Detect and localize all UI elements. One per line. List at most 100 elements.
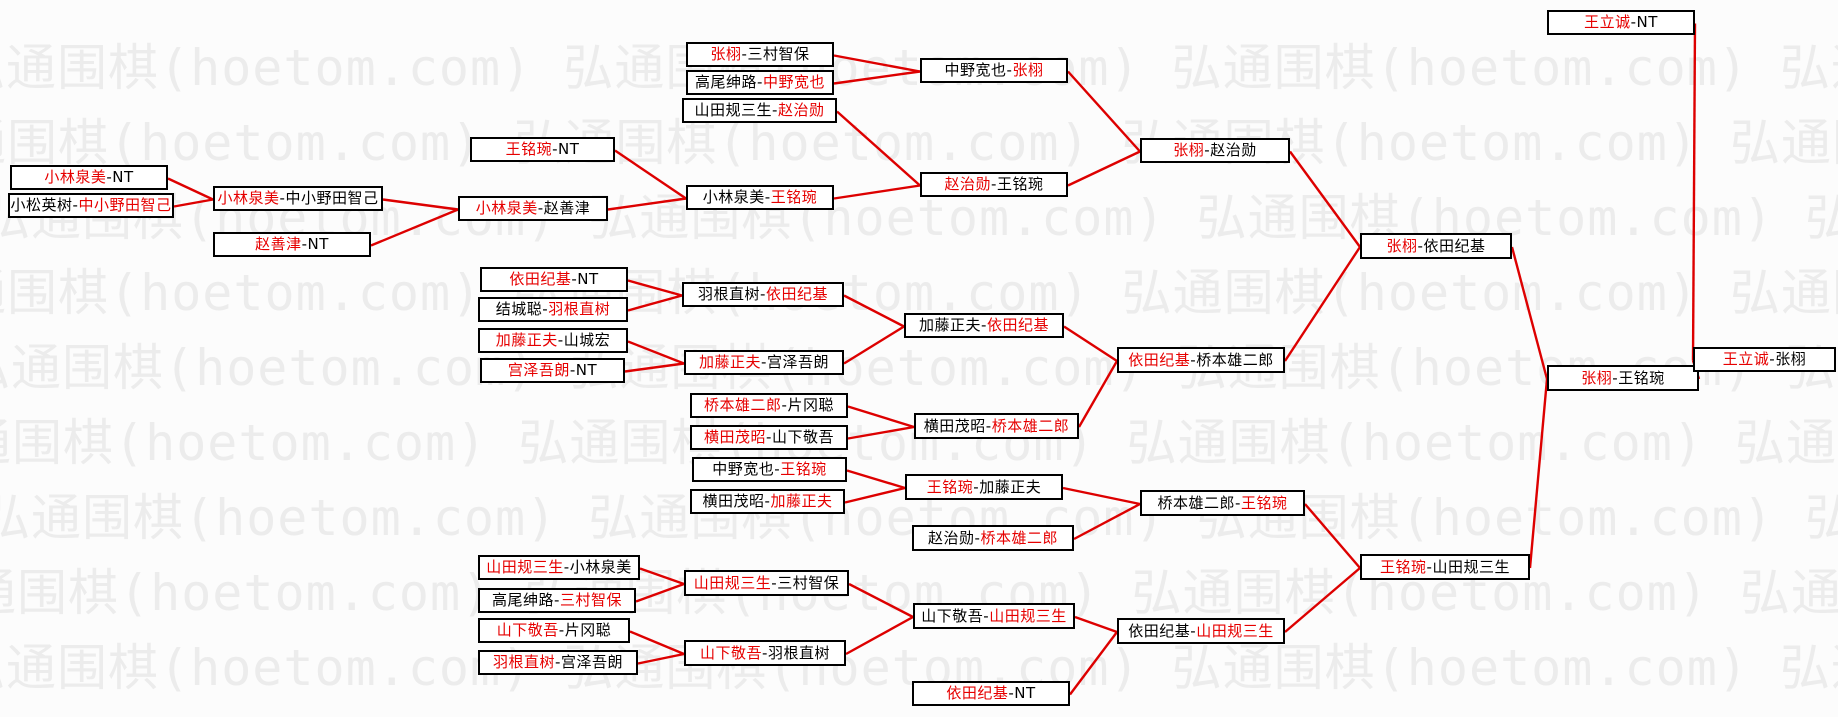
loser-name: -片冈聪 <box>558 621 612 639</box>
match-box-m15: 结城聪-羽根直树 <box>478 297 628 322</box>
match-box-m39: 张栩-依田纪基 <box>1360 233 1512 259</box>
loser-name: -依田纪基 <box>1417 236 1486 255</box>
winner-name: 王铭琬 <box>1240 493 1288 512</box>
match-box-m13: 张栩-赵治勋 <box>1140 138 1290 163</box>
loser-name: 高尾绅路- <box>695 73 763 91</box>
loser-name: -赵治勋 <box>1204 141 1257 159</box>
watermark-row-5: 弘通围棋(hoetom.com) 弘通围棋(hoetom.com) 弘通围棋(h… <box>0 339 1838 397</box>
loser-name: 小松英树- <box>10 196 79 214</box>
match-box-m31: 高尾绅路-三村智保 <box>478 588 636 613</box>
match-box-m24: 横田茂昭-桥本雄二郎 <box>914 413 1079 439</box>
loser-name: -王铭琬 <box>1612 368 1665 387</box>
winner-name: 加藤正夫 <box>495 331 558 349</box>
match-box-m12: 赵治勋-王铭琬 <box>920 172 1068 197</box>
loser-name: 横田茂昭- <box>702 492 771 510</box>
winner-name: 依田纪基 <box>986 316 1049 334</box>
loser-name: 横田茂昭- <box>923 416 992 435</box>
winner-name: 张栩 <box>1173 141 1205 159</box>
winner-name: 赵治勋 <box>944 175 992 193</box>
winner-name: 羽根直树 <box>493 653 556 671</box>
match-box-m34: 山田规三生-三村智保 <box>684 570 849 596</box>
match-box-m9: 山田规三生-赵治勋 <box>682 98 837 123</box>
winner-name: 依田纪基 <box>946 684 1009 702</box>
winner-name: 桥本雄二郎 <box>980 528 1058 547</box>
loser-name: -中小野田智己 <box>279 189 379 207</box>
winner-name: 山田规三生 <box>693 573 772 592</box>
loser-name: -片冈聪 <box>781 396 834 414</box>
winner-name: 依田纪基 <box>509 270 572 288</box>
watermark-row-1: 弘通围棋(hoetom.com) 弘通围棋(hoetom.com) 弘通围棋(h… <box>0 39 1838 97</box>
loser-name: 加藤正夫- <box>919 316 987 334</box>
winner-name: 中小野田智己 <box>78 196 172 214</box>
match-box-m19: 加藤正夫-宫泽吾朗 <box>684 350 844 375</box>
watermark-row-2: 弘通围棋(hoetom.com) 弘通围棋(hoetom.com) 弘通围棋(h… <box>0 114 1838 172</box>
loser-name: 中野宽也- <box>944 61 1013 79</box>
winner-name: 山下敬吾 <box>700 643 763 662</box>
loser-name: -山城宏 <box>557 331 611 349</box>
match-box-m29: 桥本雄二郎-王铭琬 <box>1140 490 1305 516</box>
winner-name: 加藤正夫 <box>699 353 762 371</box>
winner-name: 羽根直树 <box>548 300 611 318</box>
match-box-m10: 小林泉美-王铭琬 <box>686 185 834 210</box>
loser-name: -NT <box>301 235 329 253</box>
match-box-m6: 小林泉美-赵善津 <box>458 196 608 221</box>
loser-name: -加藤正夫 <box>973 477 1042 496</box>
match-box-m16: 加藤正夫-山城宏 <box>478 328 628 353</box>
winner-name: 桥本雄二郎 <box>991 416 1070 435</box>
loser-name: 结城聪- <box>495 300 549 318</box>
loser-name: -张栩 <box>1769 350 1807 368</box>
match-box-m43: 王立诚-张栩 <box>1693 347 1836 372</box>
match-box-m28: 赵治勋-桥本雄二郎 <box>912 525 1074 551</box>
loser-name: -NT <box>571 270 599 288</box>
loser-name: 高尾绅路- <box>492 591 560 609</box>
loser-name: 桥本雄二郎- <box>1157 493 1241 512</box>
match-box-m7: 张栩-三村智保 <box>686 42 834 67</box>
winner-name: 依田纪基 <box>1128 350 1191 369</box>
loser-name: 山田规三生- <box>694 101 778 119</box>
match-box-m22: 桥本雄二郎-片冈聪 <box>690 393 848 418</box>
winner-name: 山田规三生 <box>486 558 564 576</box>
loser-name: -羽根直树 <box>762 643 830 662</box>
winner-name: 三村智保 <box>559 591 622 609</box>
match-box-m4: 赵善津-NT <box>213 232 371 257</box>
winner-name: 横田茂昭 <box>704 428 767 446</box>
loser-name: 中野宽也- <box>712 460 781 478</box>
match-box-m23: 横田茂昭-山下敬吾 <box>690 425 848 450</box>
loser-name: -山田规三生 <box>1426 557 1510 576</box>
loser-name: -NT <box>552 140 580 158</box>
match-box-m32: 山下敬吾-片冈聪 <box>478 618 630 643</box>
match-box-m14: 依田纪基-NT <box>480 267 628 292</box>
winner-name: 赵善津 <box>255 235 302 253</box>
winner-name: 张栩 <box>1581 368 1613 387</box>
winner-name: 宫泽吾朗 <box>507 361 570 379</box>
winner-name: 王立诚 <box>1584 13 1631 31</box>
match-box-m2: 小松英树-中小野田智己 <box>8 193 174 218</box>
match-box-m1: 小林泉美-NT <box>10 165 168 190</box>
match-box-m21: 依田纪基-桥本雄二郎 <box>1117 347 1285 373</box>
loser-name: 赵治勋- <box>928 528 981 547</box>
loser-name: -山下敬吾 <box>766 428 834 446</box>
winner-name: 张栩 <box>710 45 742 63</box>
match-box-m3: 小林泉美-中小野田智己 <box>213 186 383 211</box>
winner-name: 小林泉美 <box>44 168 107 186</box>
winner-name: 王铭琬 <box>770 188 818 206</box>
winner-name: 依田纪基 <box>765 285 828 303</box>
winner-name: 王立诚 <box>1722 350 1770 368</box>
loser-name: 小林泉美- <box>702 188 771 206</box>
match-box-m41: 张栩-王铭琬 <box>1547 365 1699 391</box>
match-box-m37: 依田纪基-NT <box>912 681 1070 706</box>
loser-name: 依田纪基- <box>1128 621 1197 640</box>
match-box-m40: 王铭琬-山田规三生 <box>1360 554 1530 580</box>
match-box-m27: 王铭琬-加藤正夫 <box>905 474 1063 500</box>
match-box-m8: 高尾绅路-中野宽也 <box>686 70 834 95</box>
winner-name: 张栩 <box>1012 61 1044 79</box>
loser-name: -三村智保 <box>771 573 840 592</box>
match-box-m36: 山下敬吾-山田规三生 <box>913 603 1075 629</box>
loser-name: -NT <box>1008 684 1036 702</box>
loser-name: -NT <box>106 168 134 186</box>
loser-name: -三村智保 <box>741 45 810 63</box>
loser-name: -NT <box>1630 13 1658 31</box>
